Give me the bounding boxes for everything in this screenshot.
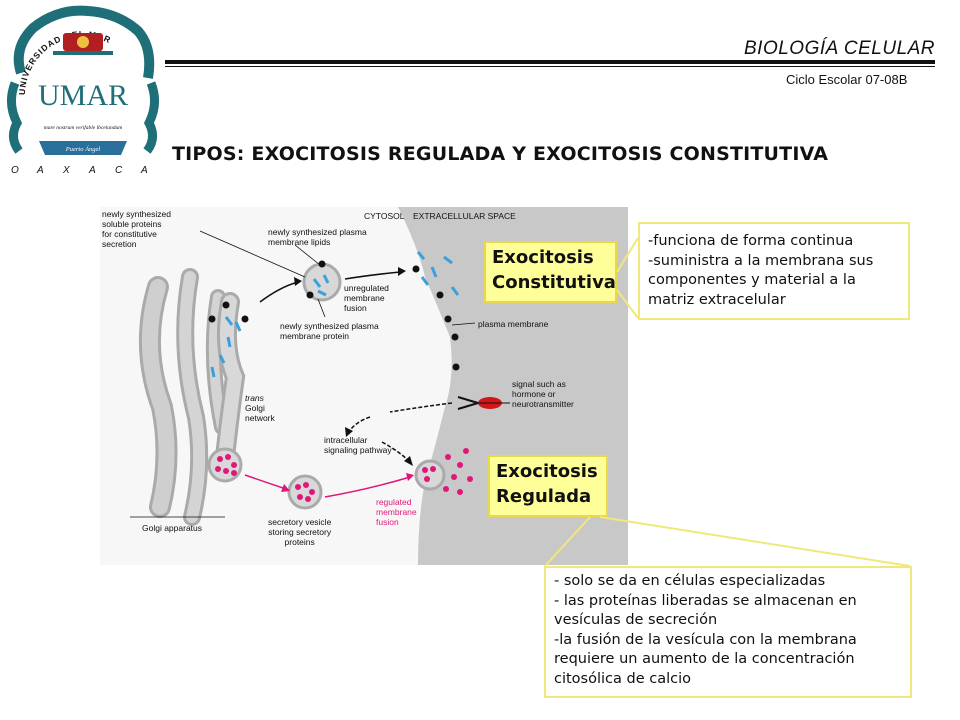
logo-letter-x: X bbox=[62, 165, 70, 176]
notes-regulated: - solo se da en células especializadas -… bbox=[544, 566, 912, 698]
logo-motto: mare nostrum verifable lbcelandum bbox=[44, 124, 122, 131]
notes-constitutive: -funciona de forma continua -suministra … bbox=[638, 222, 910, 320]
school-cycle: Ciclo Escolar 07-08B bbox=[786, 72, 908, 87]
label-cytosol: CYTOSOL bbox=[364, 211, 405, 221]
header-rule-thin bbox=[165, 66, 935, 67]
university-logo: UNIVERSIDAD DEL MAR UMAR mare nostrum ve… bbox=[7, 5, 159, 176]
header-rule bbox=[165, 60, 935, 64]
logo-letter-a3: A bbox=[140, 165, 148, 176]
label-golgi-apparatus: Golgi apparatus bbox=[142, 523, 203, 533]
logo-letter-a1: A bbox=[36, 165, 44, 176]
logo-place: Puerto Ángel bbox=[65, 145, 101, 153]
logo-monogram: UMAR bbox=[38, 79, 128, 112]
slide-title: TIPOS: EXOCITOSIS REGULADA Y EXOCITOSIS … bbox=[172, 143, 829, 165]
label-extracellular: EXTRACELLULAR SPACE bbox=[413, 211, 516, 221]
course-title: BIOLOGÍA CELULAR bbox=[744, 38, 936, 59]
label-plasma-membrane: plasma membrane bbox=[478, 319, 549, 329]
logo-letter-o: O bbox=[11, 165, 19, 176]
logo-letter-a2: A bbox=[88, 165, 96, 176]
logo-letter-c: C bbox=[115, 165, 123, 176]
